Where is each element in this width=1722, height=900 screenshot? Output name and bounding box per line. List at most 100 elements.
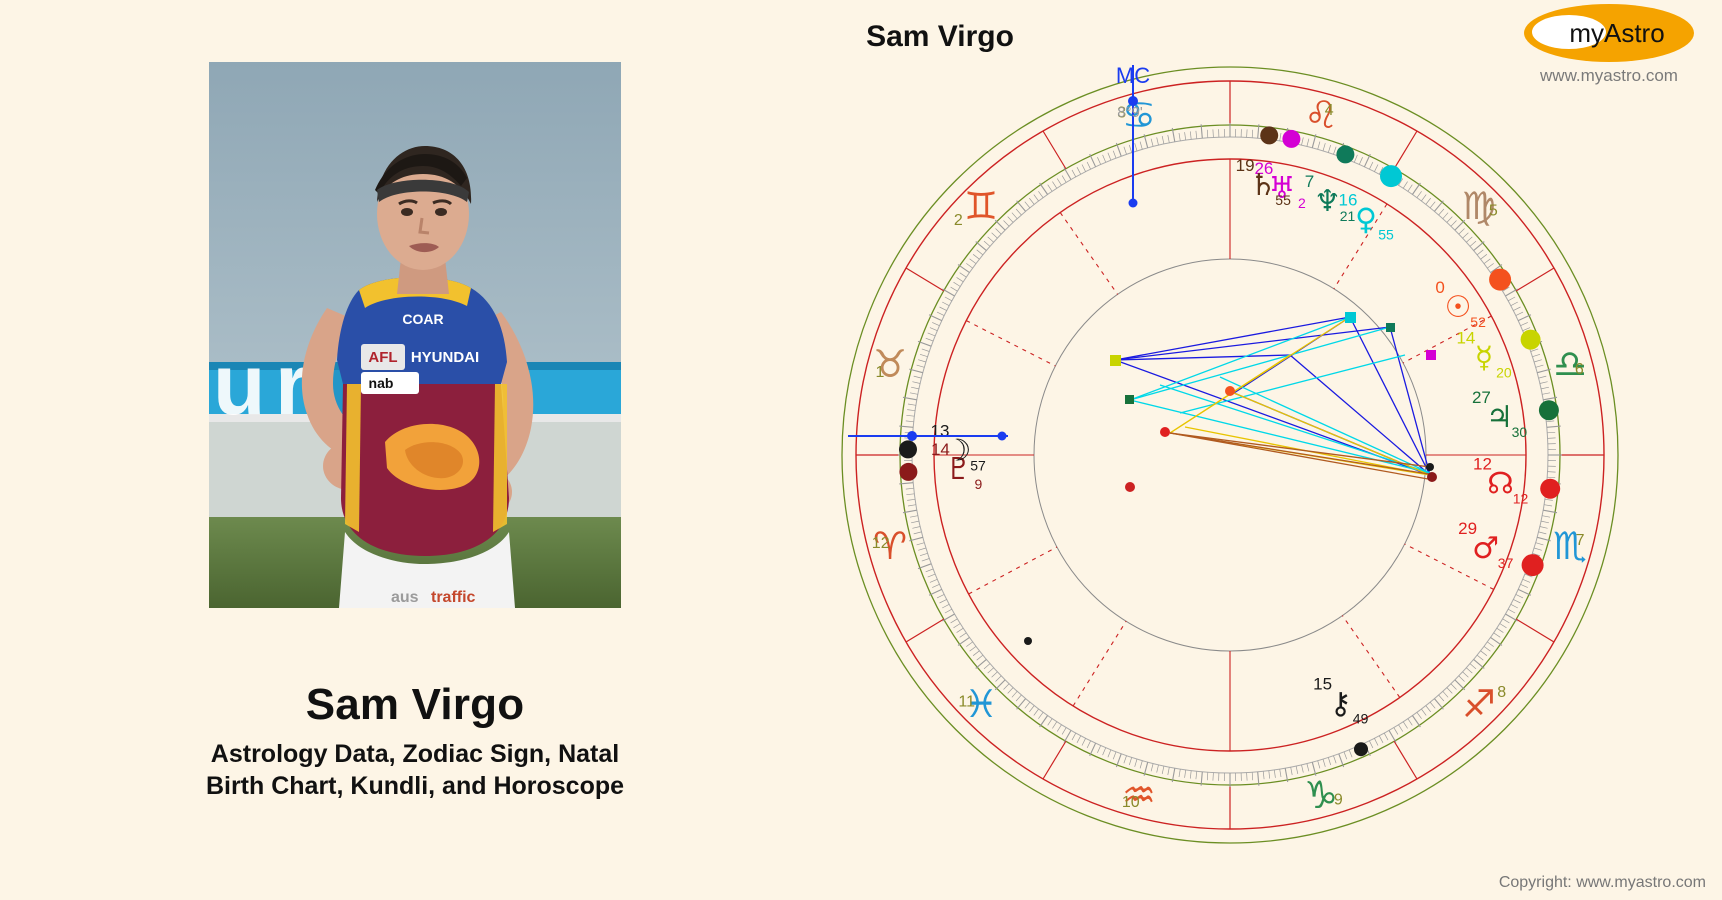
- degree-tick: [1462, 671, 1469, 678]
- planet-marker-saturn[interactable]: [1260, 126, 1279, 145]
- degree-tick: [918, 359, 927, 363]
- site-logo[interactable]: myAstro www.myastro.com: [1514, 4, 1704, 86]
- degree-tick: [1268, 770, 1271, 779]
- planet-marker-sun[interactable]: [1489, 268, 1512, 291]
- degree-tick: [919, 353, 928, 358]
- degree-tick: [1327, 144, 1332, 153]
- degree-tick: [911, 520, 919, 524]
- planet-minute: 55: [1275, 192, 1291, 208]
- degree-tick: [942, 288, 955, 297]
- degree-tick: [932, 583, 940, 588]
- degree-tick: [1476, 249, 1484, 256]
- planet-marker-uranus[interactable]: [1282, 129, 1301, 148]
- degree-tick: [1538, 375, 1547, 379]
- zodiac-sign-glyphs: ♉♊♋♌♍♎♏♐♑♒♓♈: [873, 93, 1587, 817]
- planet-marker-jupiter[interactable]: [1538, 400, 1559, 421]
- degree-tick: [907, 504, 916, 507]
- house-number-2: 2: [954, 212, 963, 229]
- planet-label-sun: ☉052: [1435, 278, 1486, 330]
- house-cusp-line: [1341, 615, 1401, 698]
- degree-tick: [1089, 742, 1097, 757]
- degree-tick: [1411, 715, 1421, 728]
- degree-tick: [1167, 767, 1170, 776]
- logo-wordmark: myAstro: [1524, 4, 1694, 62]
- degree-tick: [1473, 658, 1485, 669]
- degree-tick: [1262, 771, 1265, 780]
- degree-tick: [1011, 691, 1018, 698]
- planet-glyph: ☽: [945, 433, 972, 468]
- degree-tick: [972, 650, 980, 656]
- planet-glyph: ☉: [1445, 290, 1472, 325]
- degree-tick: [1502, 618, 1510, 624]
- degree-tick: [1533, 359, 1542, 363]
- degree-tick: [1327, 757, 1332, 766]
- aspect-dot-uranus: [1426, 350, 1436, 360]
- svg-text:COAR: COAR: [402, 311, 443, 327]
- planet-marker-chiron[interactable]: [1354, 742, 1368, 757]
- page-subtitle-line-2: Birth Chart, Kundli, and Horoscope: [205, 772, 625, 800]
- degree-tick: [912, 526, 921, 529]
- planet-marker-moon[interactable]: [899, 440, 917, 459]
- degree-tick: [1047, 718, 1053, 726]
- degree-tick: [966, 641, 973, 647]
- degree-tick: [1115, 753, 1122, 768]
- left-profile-panel: u r p: [0, 0, 700, 900]
- house-number-1: 1: [875, 364, 884, 381]
- planet-marker-pluto[interactable]: [899, 462, 918, 481]
- degree-tick: [1029, 197, 1035, 205]
- chart-heading: Sam Virgo: [866, 20, 1014, 53]
- degree-tick: [1542, 515, 1551, 518]
- degree-tick: [921, 348, 930, 352]
- planet-marker-north-node[interactable]: [1540, 478, 1561, 499]
- zodiac-glyph-cancer: ♋: [1122, 93, 1156, 137]
- degree-tick: [1502, 286, 1510, 292]
- degree-tick: [1476, 654, 1484, 661]
- planet-degree: 14: [931, 440, 950, 459]
- degree-tick: [953, 623, 961, 629]
- degree-tick: [1369, 740, 1374, 749]
- natal-chart-wheel[interactable]: ☉052☿1420♃2730☊1212♂2937♀1655♆721♅262♄19…: [830, 55, 1630, 855]
- planet-glyph: ♇: [945, 452, 972, 487]
- degree-tick: [944, 296, 953, 302]
- degree-tick: [1433, 200, 1444, 212]
- degree-tick: [916, 364, 925, 368]
- profile-photo-image: u r p: [209, 62, 621, 608]
- degree-tick: [994, 219, 1006, 231]
- planet-marker-venus[interactable]: [1380, 165, 1402, 188]
- degree-tick: [1538, 531, 1547, 535]
- degree-tick: [913, 375, 922, 379]
- degree-tick: [1438, 208, 1445, 216]
- degree-tick: [1338, 753, 1345, 768]
- midheaven-label: MC: [1116, 63, 1150, 88]
- degree-tick: [1061, 175, 1067, 183]
- degree-tick: [1052, 181, 1058, 189]
- degree-tick: [927, 332, 936, 337]
- degree-tick: [939, 306, 947, 311]
- degree-tick: [1358, 157, 1363, 165]
- house-number-9: 9: [1334, 791, 1343, 808]
- house-cusp-line: [1333, 203, 1388, 290]
- degree-tick: [1466, 667, 1473, 674]
- degree-tick: [1446, 216, 1453, 223]
- degree-tick: [913, 531, 922, 535]
- svg-text:aus: aus: [391, 589, 419, 606]
- zodiac-glyph-scorpio: ♏: [1553, 524, 1587, 568]
- degree-tick: [1333, 146, 1337, 155]
- degree-tick: [1454, 219, 1466, 231]
- ascendant-axis: [848, 431, 1008, 441]
- degree-tick: [1416, 191, 1422, 198]
- degree-tick: [1097, 157, 1102, 165]
- degree-tick: [1189, 131, 1192, 140]
- planet-marker-neptune[interactable]: [1336, 145, 1355, 164]
- degree-tick: [1128, 144, 1133, 153]
- degree-tick: [925, 568, 934, 573]
- planet-marker-mercury[interactable]: [1520, 329, 1541, 350]
- planet-marker-mars[interactable]: [1521, 554, 1544, 577]
- house-cusp-line: [1402, 315, 1492, 364]
- house-number-5: 5: [1489, 203, 1498, 220]
- degree-tick: [1134, 758, 1138, 767]
- zodiac-glyph-gemini: ♊: [964, 184, 998, 228]
- degree-tick: [1317, 141, 1321, 150]
